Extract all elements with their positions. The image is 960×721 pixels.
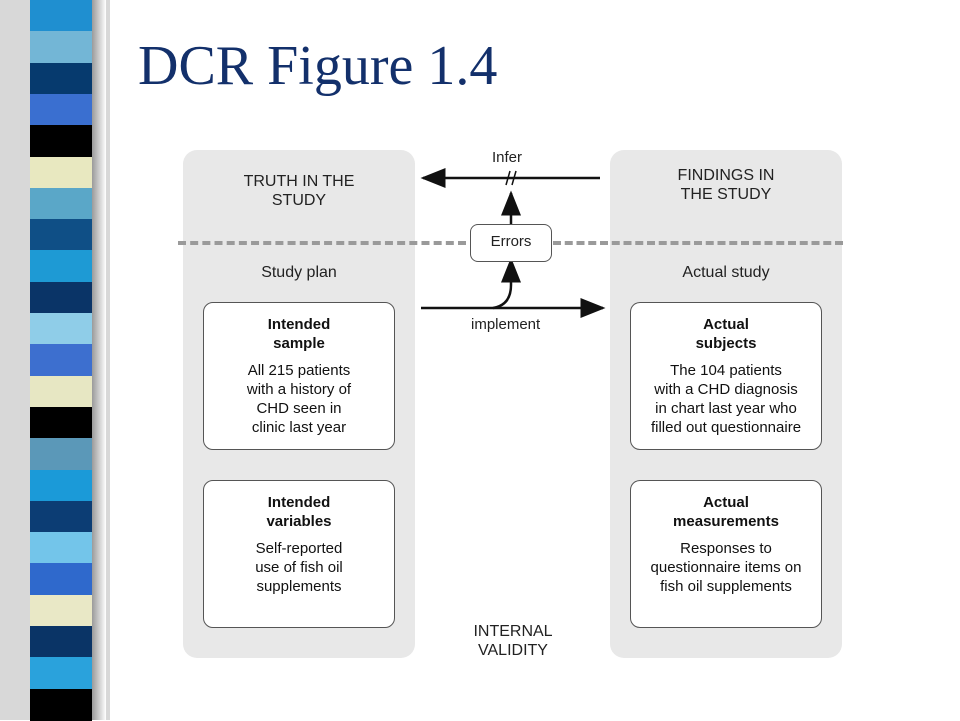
- errors-box: Errors: [470, 224, 552, 262]
- stripe-segment: [30, 281, 92, 315]
- internal-validity-label: INTERNAL VALIDITY: [473, 623, 553, 659]
- actual-measurements-title: Actual measurements: [673, 494, 779, 530]
- actual-measurements-card: Actual measurements Responses to questio…: [630, 480, 822, 628]
- stripe-segment: [30, 93, 92, 127]
- stripe-segment: [30, 125, 92, 158]
- infer-label: Infer: [492, 149, 523, 166]
- stripe-segments: [30, 0, 92, 721]
- stripe-segment: [30, 375, 92, 408]
- truth-in-study-panel: TRUTH IN THE STUDY Study plan Intended s…: [183, 150, 415, 658]
- implement-to-errors-arrow: [492, 257, 521, 310]
- infer-break-mark-2: [511, 170, 517, 186]
- arrows-layer: [420, 168, 606, 318]
- stripe-segment: [30, 0, 92, 33]
- dashed-divider-right: [553, 241, 843, 245]
- intended-sample-body: All 215 patients with a history of CHD s…: [246, 362, 352, 436]
- intended-sample-title: Intended sample: [267, 316, 331, 352]
- stripe-segment: [30, 156, 92, 189]
- stripe-segment: [30, 657, 92, 690]
- stripe-segment: [30, 594, 92, 628]
- validity-diagram: TRUTH IN THE STUDY Study plan Intended s…: [175, 145, 850, 670]
- dashed-divider-left: [178, 241, 466, 245]
- stripe-segment: [30, 438, 92, 471]
- implement-label: implement: [471, 316, 541, 333]
- findings-in-study-panel: FINDINGS IN THE STUDY Actual study Actua…: [610, 150, 842, 658]
- stripe-segment: [30, 500, 92, 534]
- actual-subjects-body: The 104 patients with a CHD diagnosis in…: [650, 362, 802, 436]
- intended-variables-title: Intended variables: [266, 494, 332, 530]
- actual-measurements-body: Responses to questionnaire items on fish…: [650, 540, 802, 595]
- decorative-stripe-bar: [0, 0, 110, 721]
- stripe-segment: [30, 62, 92, 95]
- stripe-segment: [30, 563, 92, 596]
- study-plan-label: Study plan: [261, 264, 337, 281]
- stripe-shadow: [92, 0, 106, 720]
- intended-variables-body: Self-reported use of fish oil supplement…: [255, 540, 343, 595]
- stripe-segment: [30, 469, 92, 502]
- actual-subjects-title: Actual subjects: [695, 316, 757, 352]
- stripe-segment: [30, 187, 92, 221]
- intended-sample-card: Intended sample All 215 patients with a …: [203, 302, 395, 450]
- stripe-segment: [30, 406, 92, 440]
- infer-break-mark-1: [505, 170, 511, 186]
- stripe-segment: [30, 626, 92, 659]
- slide-title: DCR Figure 1.4: [138, 35, 498, 97]
- intended-variables-card: Intended variables Self-reported use of …: [203, 480, 395, 628]
- stripe-segment: [30, 250, 92, 283]
- actual-study-label: Actual study: [682, 264, 770, 281]
- stripe-segment: [30, 219, 92, 252]
- truth-heading: TRUTH IN THE STUDY: [243, 173, 355, 209]
- stripe-segment: [30, 313, 92, 346]
- actual-subjects-card: Actual subjects The 104 patients with a …: [630, 302, 822, 450]
- stripe-segment: [30, 532, 92, 565]
- stripe-segment: [30, 344, 92, 377]
- stripe-segment: [30, 31, 92, 64]
- findings-heading: FINDINGS IN THE STUDY: [677, 167, 775, 203]
- stripe-segment: [30, 688, 92, 721]
